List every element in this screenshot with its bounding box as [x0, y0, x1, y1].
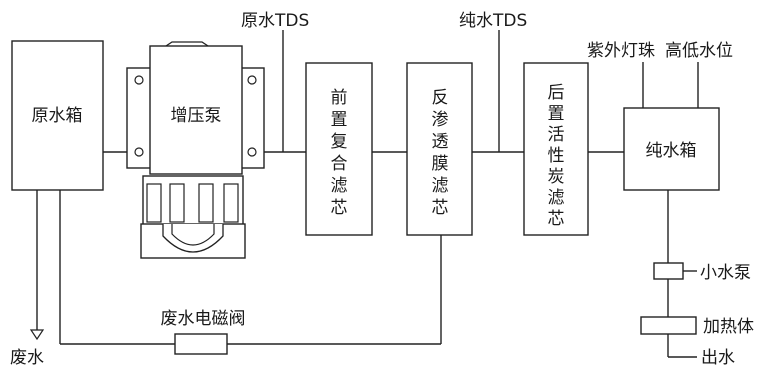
- heater: [640, 316, 697, 335]
- filter-label-char: 后: [548, 83, 565, 103]
- small-pump-label: 小水泵: [700, 263, 751, 283]
- pump-body: [149, 45, 243, 175]
- pump-label: 增压泵: [171, 106, 222, 126]
- filter-label-char: 置: [548, 104, 565, 124]
- outlet-label: 出水: [701, 348, 735, 368]
- waste-valve-label: 废水电磁阀: [161, 309, 246, 329]
- pump-base-cradle: [162, 224, 224, 253]
- pump-fin: [146, 183, 162, 223]
- filter-label-char: 前: [331, 88, 348, 108]
- pump-fin: [198, 183, 214, 223]
- uv-lamp-label: 紫外灯珠: [587, 41, 655, 61]
- bolt-icon: [247, 75, 257, 85]
- ro-membrane-filter: [406, 62, 473, 236]
- bolt-icon: [134, 147, 144, 157]
- filter-label-char: 合: [331, 154, 348, 174]
- filter-label-char: 性: [548, 146, 565, 166]
- heater-label: 加热体: [703, 317, 754, 337]
- bolt-icon: [247, 147, 257, 157]
- filter-label-char: 透: [432, 132, 449, 152]
- filter-label-char: 芯: [548, 209, 565, 229]
- filter-label-char: 芯: [331, 198, 348, 218]
- pump-fin: [169, 183, 185, 223]
- filter-label-char: 滤: [548, 188, 565, 208]
- pump-fin: [223, 183, 239, 223]
- filter-label-char: 芯: [432, 198, 449, 218]
- pump-base-cradle-inner: [171, 224, 215, 246]
- raw-water-tank-label: 原水箱: [32, 106, 83, 126]
- pre-composite-filter: [305, 62, 373, 236]
- raw-water-tank: [11, 40, 104, 191]
- filter-label-char: 炭: [548, 167, 565, 187]
- filter-label-char: 置: [331, 110, 348, 130]
- waste-water-label: 废水: [10, 348, 44, 368]
- filter-label-char: 活: [548, 125, 565, 145]
- filter-label-char: 复: [331, 132, 348, 152]
- booster-pump: 增压泵: [126, 41, 265, 259]
- connection-lines: [29, 30, 699, 358]
- filter-label-char: 滤: [331, 176, 348, 196]
- pure-water-tank-label: 纯水箱: [646, 141, 697, 161]
- filter-label-char: 渗: [432, 110, 449, 130]
- bolt-icon: [134, 75, 144, 85]
- small-pump: [653, 262, 684, 280]
- raw-tds-label: 原水TDS: [241, 11, 309, 31]
- waste-solenoid-valve: [174, 333, 228, 355]
- level-switch-label: 高低水位: [665, 41, 733, 61]
- filter-label-char: 膜: [432, 154, 449, 174]
- filter-label-char: 反: [432, 88, 449, 108]
- filter-label-char: 滤: [432, 176, 449, 196]
- waste-water-arrow-icon: [29, 329, 45, 341]
- post-carbon-filter: [523, 62, 589, 236]
- pure-tds-label: 纯水TDS: [459, 11, 527, 31]
- pure-water-tank: [623, 107, 720, 191]
